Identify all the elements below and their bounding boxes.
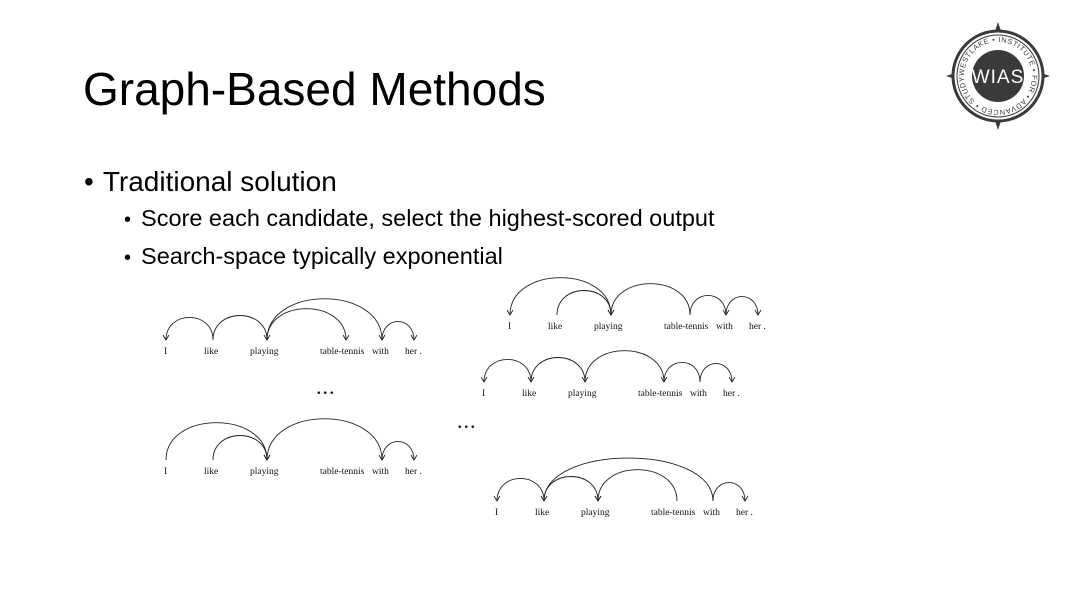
dependency-arc — [610, 283, 691, 316]
dependency-arc — [496, 478, 545, 502]
arrowhead — [342, 334, 350, 341]
arrowhead — [741, 495, 749, 502]
arrowhead — [480, 376, 488, 383]
dependency-arc — [543, 476, 599, 502]
tree-word: with — [372, 467, 389, 477]
tree-word: table-tennis — [664, 322, 709, 332]
arrowhead — [410, 454, 418, 461]
bullet-score-candidates: Score each candidate, select the highest… — [84, 200, 715, 238]
arrowhead — [660, 376, 668, 383]
wias-logo: WESTLAKE • INSTITUTE • FOR • ADVANCED • … — [946, 20, 1050, 130]
slide-title: Graph-Based Methods — [83, 63, 546, 115]
dependency-arc — [266, 308, 347, 341]
dependency-arc — [530, 357, 586, 383]
tree-word: her . — [723, 389, 740, 399]
tree-word: I — [508, 322, 511, 332]
dependency-arc — [663, 361, 701, 383]
dependency-arc — [165, 422, 268, 461]
tree-word: like — [522, 389, 536, 399]
tree-word: like — [535, 508, 549, 518]
ellipsis-left: ... — [316, 374, 336, 399]
dependency-arc — [266, 298, 383, 341]
dependency-arc — [212, 435, 268, 461]
dependency-arc — [381, 321, 415, 341]
tree-word: I — [495, 508, 498, 518]
dependency-arc — [381, 441, 415, 461]
tree-word: I — [164, 467, 167, 477]
dependency-arc — [212, 315, 268, 341]
dependency-arc — [584, 350, 665, 383]
tree-word: her . — [405, 467, 422, 477]
dependency-arc — [509, 277, 612, 316]
tree-word: her . — [736, 508, 753, 518]
dependency-arc — [266, 418, 383, 461]
tree-word: playing — [568, 389, 597, 399]
arrowhead — [493, 495, 501, 502]
ellipsis-center: ... — [457, 408, 477, 433]
bullet-list: Traditional solution Score each candidat… — [84, 164, 715, 276]
arrowhead — [162, 334, 170, 341]
tree-word: like — [204, 347, 218, 357]
logo-center-text: WIAS — [972, 67, 1025, 88]
bullet-traditional-solution: Traditional solution — [84, 164, 715, 200]
arrowhead — [581, 376, 589, 383]
tree-word: table-tennis — [320, 467, 365, 477]
tree-word: playing — [594, 322, 623, 332]
dependency-arc — [556, 290, 612, 316]
arrowhead — [607, 309, 615, 316]
dependency-arc — [543, 457, 714, 502]
dependency-arc — [689, 294, 727, 316]
tree-word: I — [482, 389, 485, 399]
tree-word: playing — [250, 467, 279, 477]
tree-word: table-tennis — [651, 508, 696, 518]
arrowhead — [540, 495, 548, 502]
arrowhead — [594, 495, 602, 502]
arrowhead — [410, 334, 418, 341]
dependency-arc — [597, 469, 678, 502]
dependency-arc — [712, 482, 746, 502]
dependency-arc — [165, 317, 214, 341]
arrowhead — [754, 309, 762, 316]
tree-word: like — [204, 467, 218, 477]
tree-word: playing — [250, 347, 279, 357]
bullet-search-space: Search-space typically exponential — [84, 238, 715, 276]
dependency-arc — [699, 363, 733, 383]
dependency-arc — [725, 296, 759, 316]
arrowhead — [728, 376, 736, 383]
tree-word: with — [372, 347, 389, 357]
arrowhead — [527, 376, 535, 383]
tree-word: with — [716, 322, 733, 332]
tree-word: her . — [405, 347, 422, 357]
tree-word: with — [703, 508, 720, 518]
tree-word: playing — [581, 508, 610, 518]
tree-word: like — [548, 322, 562, 332]
tree-word: her . — [749, 322, 766, 332]
dependency-arc — [483, 359, 532, 383]
tree-word: table-tennis — [638, 389, 683, 399]
tree-word: I — [164, 347, 167, 357]
tree-word: with — [690, 389, 707, 399]
tree-word: table-tennis — [320, 347, 365, 357]
arrowhead — [506, 309, 514, 316]
